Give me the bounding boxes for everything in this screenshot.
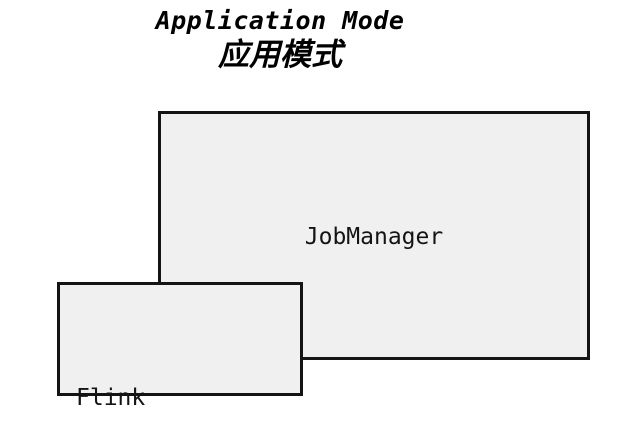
flink-application-box[interactable]: Flink Application — [57, 282, 303, 411]
page-title-chinese: 应用模式 — [218, 37, 342, 73]
page-title-english: Application Mode — [155, 6, 405, 35]
flink-application-box-label: Flink Application — [76, 303, 228, 447]
diagram-title-block: Application Mode 应用模式 — [0, 6, 560, 74]
flink-application-label-line-1: Flink — [76, 385, 146, 411]
jobmanager-box-label: JobManager — [304, 224, 444, 250]
